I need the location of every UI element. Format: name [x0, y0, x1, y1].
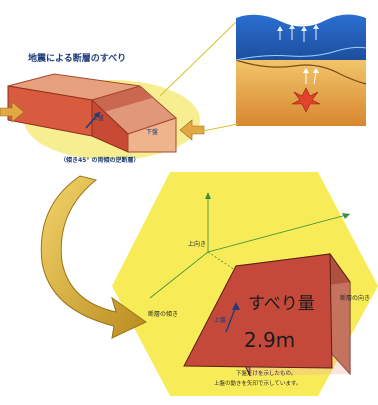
large-block-upper-label: 上盤 [214, 317, 227, 324]
small-block-lower-label: 下盤 [146, 129, 159, 136]
connector-line-top [159, 21, 237, 97]
fault-type-caption: （傾き45° の両傾の逆断層） [60, 157, 140, 164]
connector-line-bottom [197, 123, 239, 133]
diagram-title: 地震による断層のすべり [28, 54, 127, 64]
small-block-upper-label: 上盤 [92, 115, 105, 122]
footnote-line-1: 下盤だけを示したもの。 [236, 371, 297, 377]
axis-label-up: 上向き [188, 241, 207, 248]
tsunami-cross-section [235, 14, 367, 126]
axis-label-dip: 断層の傾き [148, 311, 179, 318]
slip-amount-value: 2.9m [244, 328, 296, 352]
curved-transition-arrow [40, 175, 147, 339]
footnote-line-2: 上盤の動きを矢印で示しています。 [214, 381, 302, 387]
small-fault-block [7, 73, 177, 153]
large-fault-block [183, 252, 351, 377]
right-compression-arrow [179, 119, 205, 141]
axis-label-strike: 断層の向き [340, 295, 371, 302]
left-compression-arrow [0, 101, 25, 123]
slip-amount-label: すべり量 [248, 294, 315, 314]
